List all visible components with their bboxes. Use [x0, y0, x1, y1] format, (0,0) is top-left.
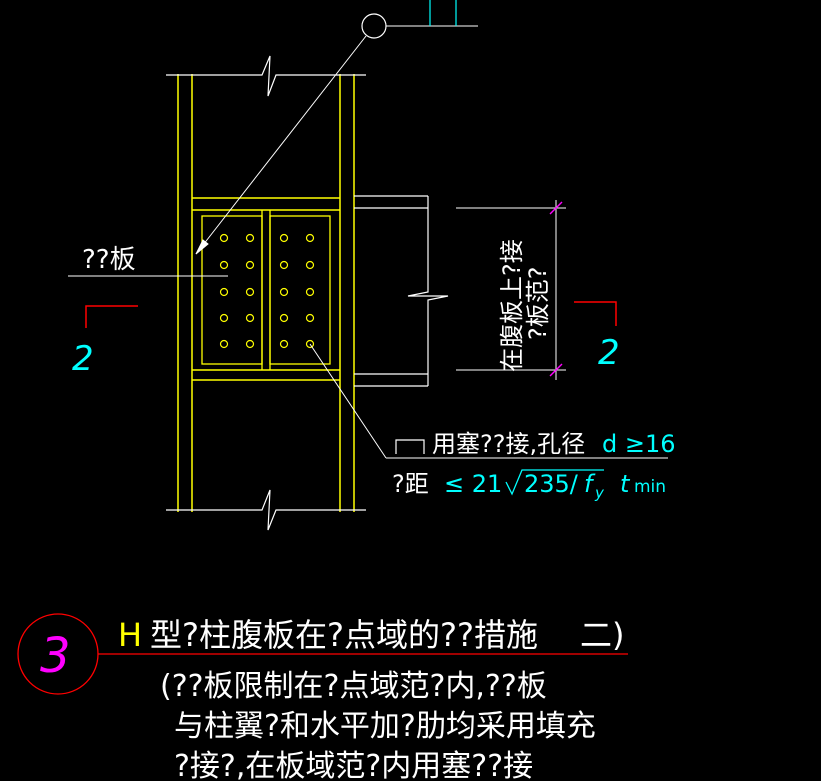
plug-weld-hole [245, 339, 255, 349]
plug-weld-hole [245, 287, 255, 297]
plug-weld-hole [305, 339, 315, 349]
section-cut-icon-right [574, 301, 617, 326]
stiffener-top [192, 197, 340, 211]
weld-symbol-icon [395, 439, 425, 454]
caption-body-line3: ?接?,在板域范?内用塞??接 [174, 749, 533, 781]
caption-title-h: H [118, 616, 142, 654]
caption-body-line2: 与柱翼?和水平加?肋均采用填充 [174, 709, 596, 744]
column-break-line-bottom [166, 489, 366, 531]
plug-weld-hole [305, 233, 315, 243]
plug-weld-hole [279, 287, 289, 297]
plug-weld-hole [219, 313, 229, 323]
note-leader [309, 343, 668, 459]
caption-number: 3 [40, 628, 71, 684]
caption-title: 型?柱腹板在?点域的??措施 [150, 616, 538, 654]
stiffener-bottom [192, 369, 340, 381]
plug-weld-holes [219, 233, 315, 349]
plug-weld-hole [219, 287, 229, 297]
vertical-dim-line2: ?板范? [524, 267, 552, 340]
reference-circle-icon [361, 13, 387, 39]
note-formula-t: t [620, 470, 631, 498]
plug-weld-hole [279, 339, 289, 349]
column-break-line-top [166, 55, 366, 97]
cut-section-marker-top [429, 0, 457, 26]
note-line2: ?距 [392, 470, 429, 498]
plug-weld-hole [279, 260, 289, 270]
plug-weld-hole [305, 313, 315, 323]
column-right-flange [339, 74, 355, 512]
sqrt-sign [505, 469, 604, 496]
plug-weld-hole [219, 260, 229, 270]
plug-weld-hole [245, 313, 255, 323]
section-mark-right: 2 [598, 333, 620, 373]
plug-weld-hole [219, 233, 229, 243]
plate-label: ??板 [82, 245, 136, 275]
caption-body-line1: (??板限制在?点域范?内,??板 [160, 669, 547, 704]
vertical-dim-line1: 在腹板上?接 [498, 239, 526, 372]
note-formula-sqrt: 235/ [524, 470, 579, 498]
note-formula-t-sub: min [634, 477, 666, 497]
note-line1: 用塞??接,孔径 [432, 430, 585, 458]
doubler-plate-right [269, 215, 331, 365]
column-left-flange [177, 74, 193, 512]
plug-weld-hole [279, 313, 289, 323]
note-formula-le: ≤ 21 [444, 470, 502, 498]
note-d: d ≥16 [602, 430, 676, 458]
plug-weld-hole [305, 260, 315, 270]
plug-weld-hole [245, 233, 255, 243]
beam [354, 195, 449, 387]
section-mark-left: 2 [72, 339, 94, 379]
leader-line-top [195, 25, 478, 255]
plug-weld-hole [219, 339, 229, 349]
dimension-ticks [549, 201, 563, 377]
plug-weld-hole [305, 287, 315, 297]
vertical-dimension-text: 在腹板上?接 ?板范? [498, 239, 552, 372]
plug-weld-hole [279, 233, 289, 243]
section-cut-icon [85, 305, 138, 328]
vertical-dimension [456, 200, 566, 380]
center-stiffener [261, 210, 271, 370]
plug-weld-hole [245, 260, 255, 270]
note-formula-fy-sub: y [594, 484, 605, 502]
caption-title-paren: 二) [580, 616, 625, 654]
